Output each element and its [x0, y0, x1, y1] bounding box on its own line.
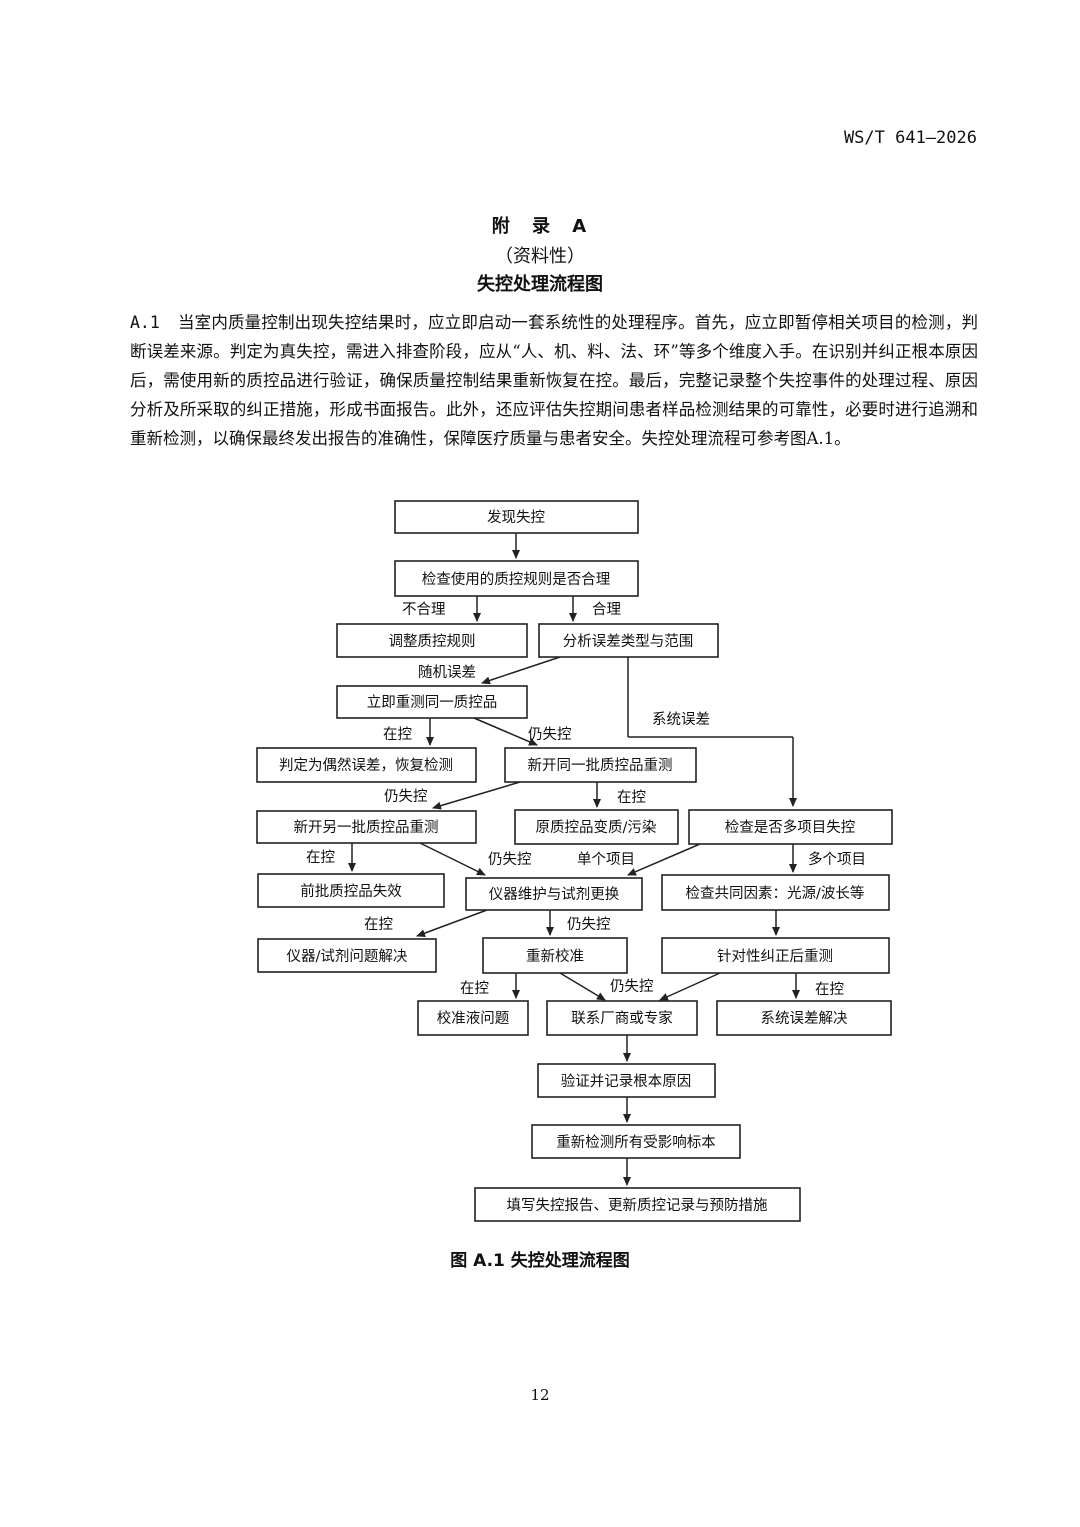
- node-label: 立即重测同一质控品: [367, 694, 498, 711]
- edge-label-in-control: 在控: [364, 916, 393, 933]
- edge-label-multiple-items: 多个项目: [808, 851, 866, 868]
- node-label: 调整质控规则: [389, 633, 476, 650]
- edge-label-systematic-error: 系统误差: [652, 711, 710, 728]
- flow-node-n4: 分析误差类型与范围: [538, 623, 719, 658]
- node-label: 重新检测所有受影响标本: [556, 1134, 716, 1151]
- edge-label-random-error: 随机误差: [418, 664, 476, 681]
- flow-arrows: [348, 533, 800, 1186]
- node-label: 系统误差解决: [761, 1010, 848, 1027]
- node-label: 验证并记录根本原因: [561, 1073, 692, 1090]
- flow-node-n1: 发现失控: [394, 500, 639, 534]
- flow-node-n22: 填写失控报告、更新质控记录与预防措施: [474, 1187, 801, 1222]
- flow-node-n5: 立即重测同一质控品: [336, 685, 528, 719]
- arrow-n5-n7: [473, 717, 538, 746]
- node-label: 仪器维护与试剂更换: [489, 886, 620, 903]
- arrow-n8-n12: [419, 842, 486, 876]
- flow-node-n20: 验证并记录根本原因: [537, 1063, 716, 1098]
- node-label: 联系厂商或专家: [571, 1010, 673, 1027]
- node-label: 仪器/试剂问题解决: [287, 948, 408, 965]
- node-label: 前批质控品失效: [300, 883, 402, 900]
- edge-label-still-out: 仍失控: [384, 788, 428, 805]
- arrow-n16-n18: [659, 972, 721, 1001]
- flow-node-n12: 仪器维护与试剂更换: [465, 877, 643, 911]
- edge-label-still-out: 仍失控: [567, 916, 611, 933]
- flow-node-n8: 新开另一批质控品重测: [256, 810, 477, 844]
- edge-label-single-item: 单个项目: [577, 851, 635, 868]
- flow-node-n15: 重新校准: [482, 937, 628, 974]
- flow-node-n19: 系统误差解决: [716, 1000, 892, 1036]
- node-label: 分析误差类型与范围: [563, 633, 694, 650]
- appendix-title: 附 录 A: [491, 216, 589, 237]
- arrow-n10-n12: [627, 843, 701, 876]
- arrow-n15-n18: [559, 972, 606, 1001]
- edge-label-still-out: 仍失控: [528, 726, 572, 743]
- node-label: 原质控品变质/污染: [536, 819, 657, 836]
- flow-node-n2: 检查使用的质控规则是否合理: [394, 560, 639, 597]
- flow-node-n9: 原质控品变质/污染: [514, 809, 679, 845]
- section-text: 当室内质量控制出现失控结果时，应立即启动一套系统性的处理程序。首先，应立即暂停相…: [130, 313, 978, 448]
- section-number: A.1: [130, 313, 160, 332]
- node-label: 新开另一批质控品重测: [294, 819, 439, 836]
- flow-node-n7: 新开同一批质控品重测: [504, 747, 697, 783]
- flow-node-n13: 检查共同因素：光源/波长等: [661, 874, 890, 911]
- flow-node-n6: 判定为偶然误差，恢复检测: [256, 747, 477, 783]
- edge-label-unreasonable: 不合理: [402, 601, 446, 618]
- node-label: 填写失控报告、更新质控记录与预防措施: [507, 1197, 768, 1214]
- standard-code: WS/T 641—2026: [843, 128, 977, 148]
- flow-node-n18: 联系厂商或专家: [546, 1000, 698, 1036]
- edge-label-reasonable: 合理: [592, 601, 621, 618]
- flow-node-n21: 重新检测所有受影响标本: [531, 1124, 741, 1159]
- flow-node-n14: 仪器/试剂问题解决: [257, 938, 437, 973]
- node-label: 发现失控: [487, 509, 545, 526]
- arrow-n7-n8: [432, 781, 521, 810]
- node-label: 检查使用的质控规则是否合理: [422, 571, 611, 588]
- appendix-heading: 失控处理流程图: [477, 274, 603, 295]
- flow-node-n10: 检查是否多项目失控: [688, 809, 893, 845]
- figure-caption: 图 A.1 失控处理流程图: [450, 1251, 630, 1271]
- node-label: 判定为偶然误差，恢复检测: [279, 756, 453, 774]
- appendix-subtitle: （资料性）: [495, 246, 585, 267]
- node-label: 检查是否多项目失控: [725, 819, 856, 836]
- edge-label-still-out: 仍失控: [488, 851, 532, 868]
- edge-label-in-control: 在控: [815, 981, 844, 998]
- arrow-n4-n5: [481, 656, 561, 685]
- edge-label-in-control: 在控: [383, 726, 412, 743]
- node-label: 校准液问题: [437, 1010, 510, 1027]
- page-number: 12: [530, 1386, 550, 1404]
- arrow-n12-n14: [416, 909, 488, 937]
- node-label: 检查共同因素：光源/波长等: [686, 884, 865, 902]
- flow-node-n3: 调整质控规则: [336, 623, 528, 658]
- edge-label-in-control: 在控: [306, 849, 335, 866]
- flow-node-n11: 前批质控品失效: [257, 873, 445, 908]
- node-label: 新开同一批质控品重测: [528, 757, 673, 774]
- node-label: 重新校准: [526, 948, 584, 965]
- node-label: 针对性纠正后重测: [717, 948, 833, 965]
- flow-node-n16: 针对性纠正后重测: [661, 937, 890, 974]
- edge-label-still-out: 仍失控: [610, 978, 654, 995]
- edge-label-in-control: 在控: [617, 789, 646, 806]
- flow-node-n17: 校准液问题: [417, 1000, 529, 1036]
- edge-label-in-control: 在控: [460, 980, 489, 997]
